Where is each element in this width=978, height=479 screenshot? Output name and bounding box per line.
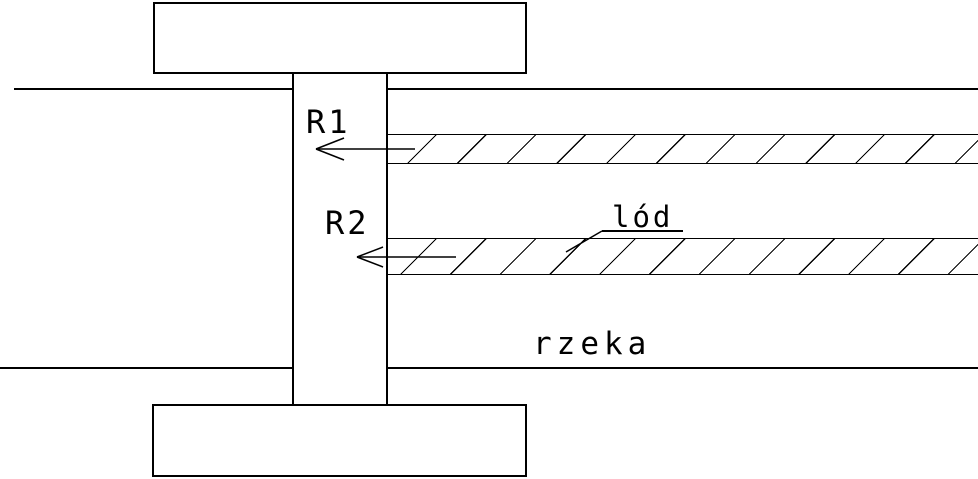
ice-label: lód <box>612 200 674 234</box>
ice-sheet-lower <box>387 238 978 275</box>
river-label: rzeka <box>533 326 652 362</box>
riverbank-top-left-line <box>14 88 292 90</box>
bottom-abutment <box>152 404 527 477</box>
riverbank-bottom-left-line <box>0 367 292 369</box>
force-label-r2: R2 <box>325 204 370 242</box>
top-abutment <box>153 2 527 74</box>
pier-column-right-edge <box>386 74 388 404</box>
riverbank-bottom-right-line <box>387 367 978 369</box>
ice-sheet-upper <box>387 134 978 164</box>
riverbank-top-right-line <box>387 88 978 90</box>
force-label-r1: R1 <box>306 103 351 141</box>
pier-column-left-edge <box>292 74 294 404</box>
ice-label-underline <box>602 230 683 232</box>
